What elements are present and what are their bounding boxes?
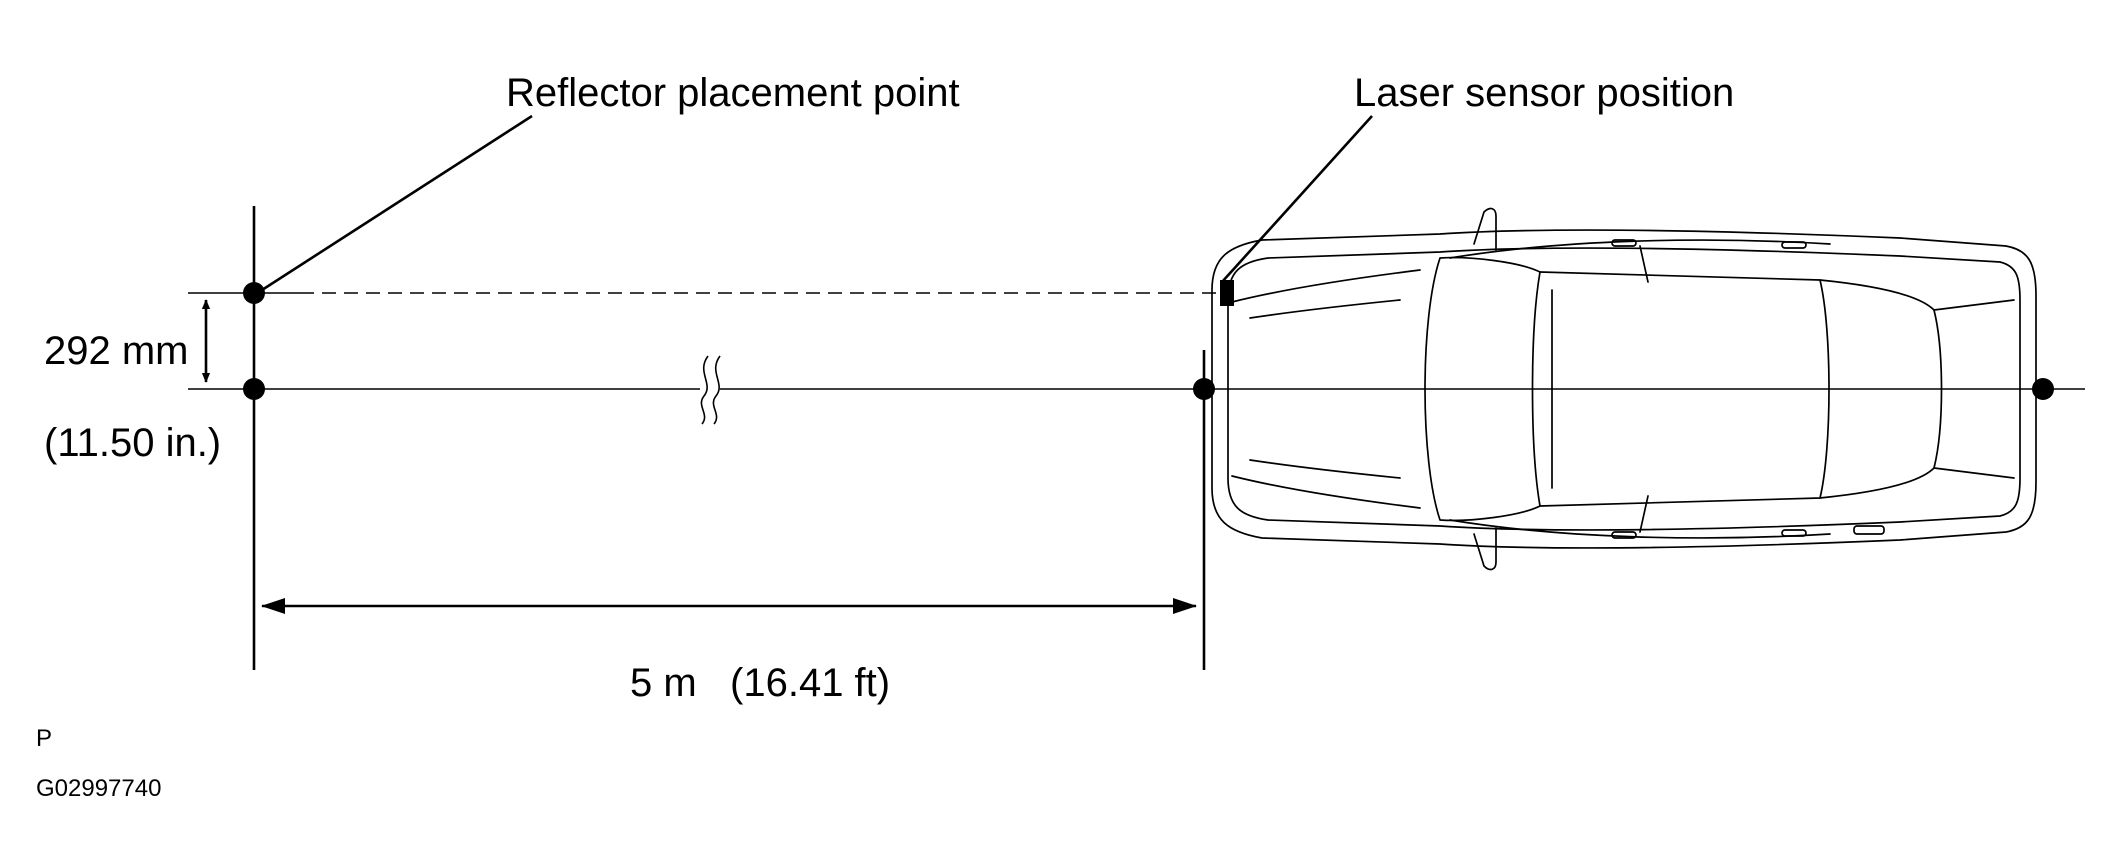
laser-sensor-leader-line (1221, 115, 1373, 283)
distance-label: 5 m (16.41 ft) (630, 661, 890, 705)
figure-id-label: G02997740 (36, 775, 161, 802)
line-break-symbol (700, 355, 721, 425)
reflector-placement-label: Reflector placement point (506, 71, 960, 115)
view-code-label: P (36, 725, 52, 752)
reflector-leader-line (261, 114, 533, 292)
vehicle-front-center-dot (1193, 378, 1215, 400)
reflector-placement-dot (243, 282, 265, 304)
reflector-center-dot (243, 378, 265, 400)
vehicle-rear-center-dot (2032, 378, 2054, 400)
offset-mm-label: 292 mm (44, 329, 189, 373)
laser-sensor-marker (1220, 280, 1234, 306)
vehicle-top-view (1211, 207, 2037, 571)
laser-sensor-label: Laser sensor position (1354, 71, 1734, 115)
offset-in-label: (11.50 in.) (44, 421, 221, 465)
